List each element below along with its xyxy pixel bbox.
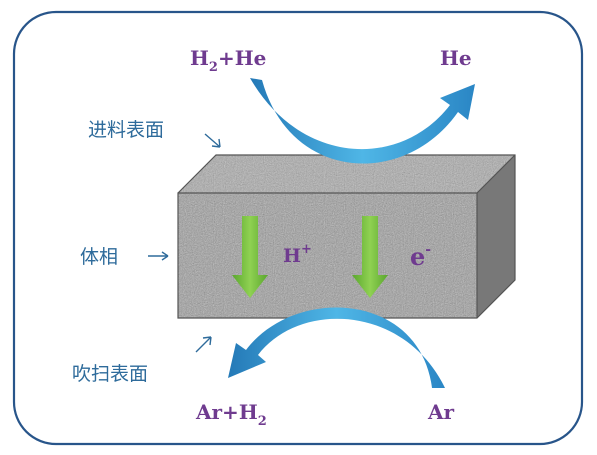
membrane-side-face <box>477 155 515 318</box>
feed-surface-pointer-icon <box>204 133 221 148</box>
electron-label: e- <box>410 242 431 271</box>
electron-arrow <box>352 216 388 298</box>
feed-surface-label: 进料表面 <box>88 119 164 141</box>
feed-inlet-label: H2+He <box>190 46 266 75</box>
proton-arrow <box>232 216 268 298</box>
bulk-label: 体相 <box>80 246 118 268</box>
bulk-pointer-icon <box>148 251 169 261</box>
sweep-inlet-label: Ar <box>427 400 455 424</box>
sweep-outlet-label: Ar+H2 <box>195 400 267 429</box>
sweep-surface-label: 吹扫表面 <box>72 363 148 385</box>
membrane-block <box>177 154 516 319</box>
proton-label: H+ <box>283 242 312 267</box>
feed-outlet-label: He <box>440 46 472 70</box>
sweep-surface-pointer-icon <box>195 336 212 353</box>
feed-flow-arrow <box>250 78 475 164</box>
sweep-flow-arrow <box>228 307 445 388</box>
